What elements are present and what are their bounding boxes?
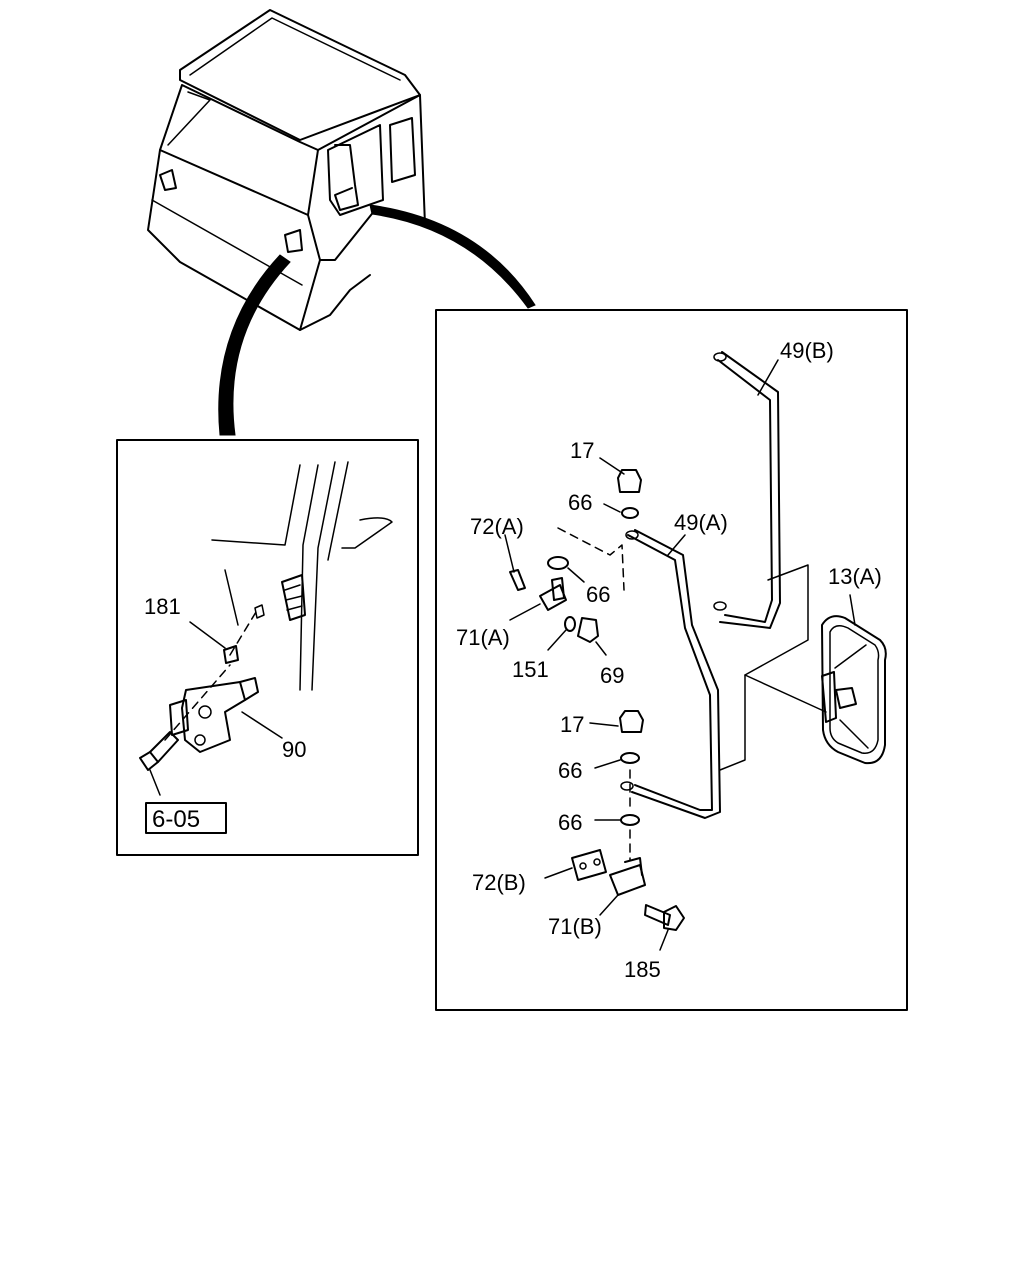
label-185: 185	[624, 957, 661, 982]
label-66-bottom: 66	[558, 810, 582, 835]
label-66-upper: 66	[568, 490, 592, 515]
reference-box-label[interactable]: 6-05	[152, 806, 200, 833]
label-49a: 49(A)	[674, 510, 728, 535]
hinge-detail-drawing	[139, 461, 393, 796]
label-17-upper: 17	[570, 438, 594, 463]
label-13a: 13(A)	[828, 564, 882, 589]
label-72a: 72(A)	[470, 514, 524, 539]
label-49b: 49(B)	[780, 338, 834, 363]
label-69: 69	[600, 663, 624, 688]
label-90: 90	[282, 737, 306, 762]
label-151: 151	[512, 657, 549, 682]
mirror-assembly-drawing	[504, 351, 887, 951]
reference-box[interactable]	[145, 802, 227, 834]
label-66-lower: 66	[558, 758, 582, 783]
label-71a: 71(A)	[456, 625, 510, 650]
truck-cab-overview	[147, 9, 426, 331]
hinge-detail-frame	[116, 439, 419, 856]
label-66-side: 66	[586, 582, 610, 607]
label-72b: 72(B)	[472, 870, 526, 895]
callout-leader-right	[369, 204, 536, 309]
label-181: 181	[144, 594, 181, 619]
callout-leader-left	[218, 254, 291, 436]
mirror-detail-frame	[435, 309, 908, 1011]
label-71b: 71(B)	[548, 914, 602, 939]
label-17-lower: 17	[560, 712, 584, 737]
